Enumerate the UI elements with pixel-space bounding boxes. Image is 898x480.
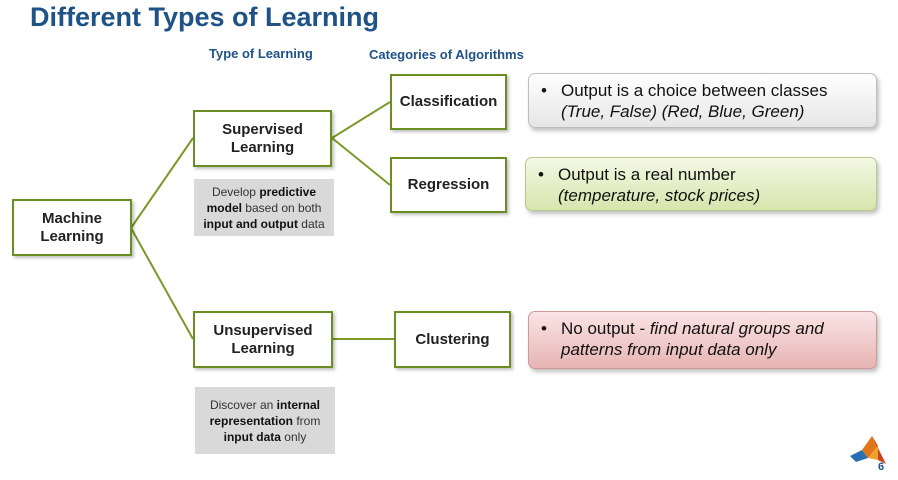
node-machine-learning-line1: Machine	[41, 209, 102, 227]
note-supervised: Develop predictive model based on both i…	[194, 179, 334, 236]
note-unsupervised-bold1: internal	[276, 397, 321, 412]
note-supervised-bold2: model	[206, 200, 242, 215]
desc-classification-bullet: •	[541, 81, 547, 100]
node-machine-learning-line2: Learning	[40, 227, 104, 245]
desc-classification-line2: (True, False) (Red, Blue, Green)	[561, 102, 805, 121]
desc-clustering-line1b: find natural groups and	[649, 319, 824, 338]
page-number: 6	[878, 461, 885, 473]
node-unsupervised-line2: Learning	[231, 339, 295, 357]
desc-regression-line1: Output is a real number	[558, 165, 736, 184]
header-type-of-learning: Type of Learning	[209, 46, 313, 61]
desc-clustering-line2: patterns from input data only	[561, 340, 777, 359]
node-supervised-line1: Supervised	[222, 120, 303, 138]
note-supervised-text3: data	[297, 216, 325, 231]
desc-clustering-bullet: •	[541, 319, 547, 338]
desc-classification-line1: Output is a choice between classes	[561, 81, 828, 100]
node-regression-label: Regression	[407, 176, 490, 193]
node-regression: Regression	[390, 157, 507, 213]
node-unsupervised-line1: Unsupervised	[213, 321, 313, 339]
matlab-membrane-logo-icon	[850, 436, 886, 464]
desc-regression-line2: (temperature, stock prices)	[558, 186, 761, 205]
note-unsupervised: Discover an internal representation from…	[195, 387, 335, 454]
desc-clustering: • No output - find natural groups and pa…	[528, 311, 877, 369]
desc-regression: • Output is a real number (temperature, …	[525, 157, 877, 211]
desc-classification: • Output is a choice between classes (Tr…	[528, 73, 877, 128]
connector-ml-unsupervised	[130, 227, 194, 340]
node-clustering-label: Clustering	[415, 330, 490, 348]
note-unsupervised-text3: only	[280, 429, 307, 444]
slide-title: Different Types of Learning	[30, 2, 380, 32]
connector-supervised-regression	[331, 137, 391, 186]
connector-ml-supervised	[130, 137, 194, 229]
desc-regression-bullet: •	[538, 165, 544, 184]
note-unsupervised-text2: from	[293, 413, 321, 428]
note-supervised-text1: Develop	[211, 184, 260, 199]
note-unsupervised-bold2: representation	[209, 413, 293, 428]
note-unsupervised-text1: Discover an	[209, 397, 277, 412]
node-classification: Classification	[390, 74, 507, 130]
note-supervised-bold3: input and output	[203, 216, 298, 231]
connector-supervised-classification	[331, 101, 391, 139]
note-supervised-bold1: predictive	[259, 184, 317, 199]
note-supervised-text2: based on both	[241, 200, 322, 215]
node-supervised-line2: Learning	[230, 138, 295, 156]
note-unsupervised-bold3: input data	[223, 429, 281, 444]
node-clustering: Clustering	[394, 311, 511, 368]
header-categories-of-algorithms: Categories of Algorithms	[369, 47, 524, 62]
node-classification-label: Classification	[399, 93, 498, 110]
desc-clustering-line1a: No output -	[561, 319, 650, 338]
